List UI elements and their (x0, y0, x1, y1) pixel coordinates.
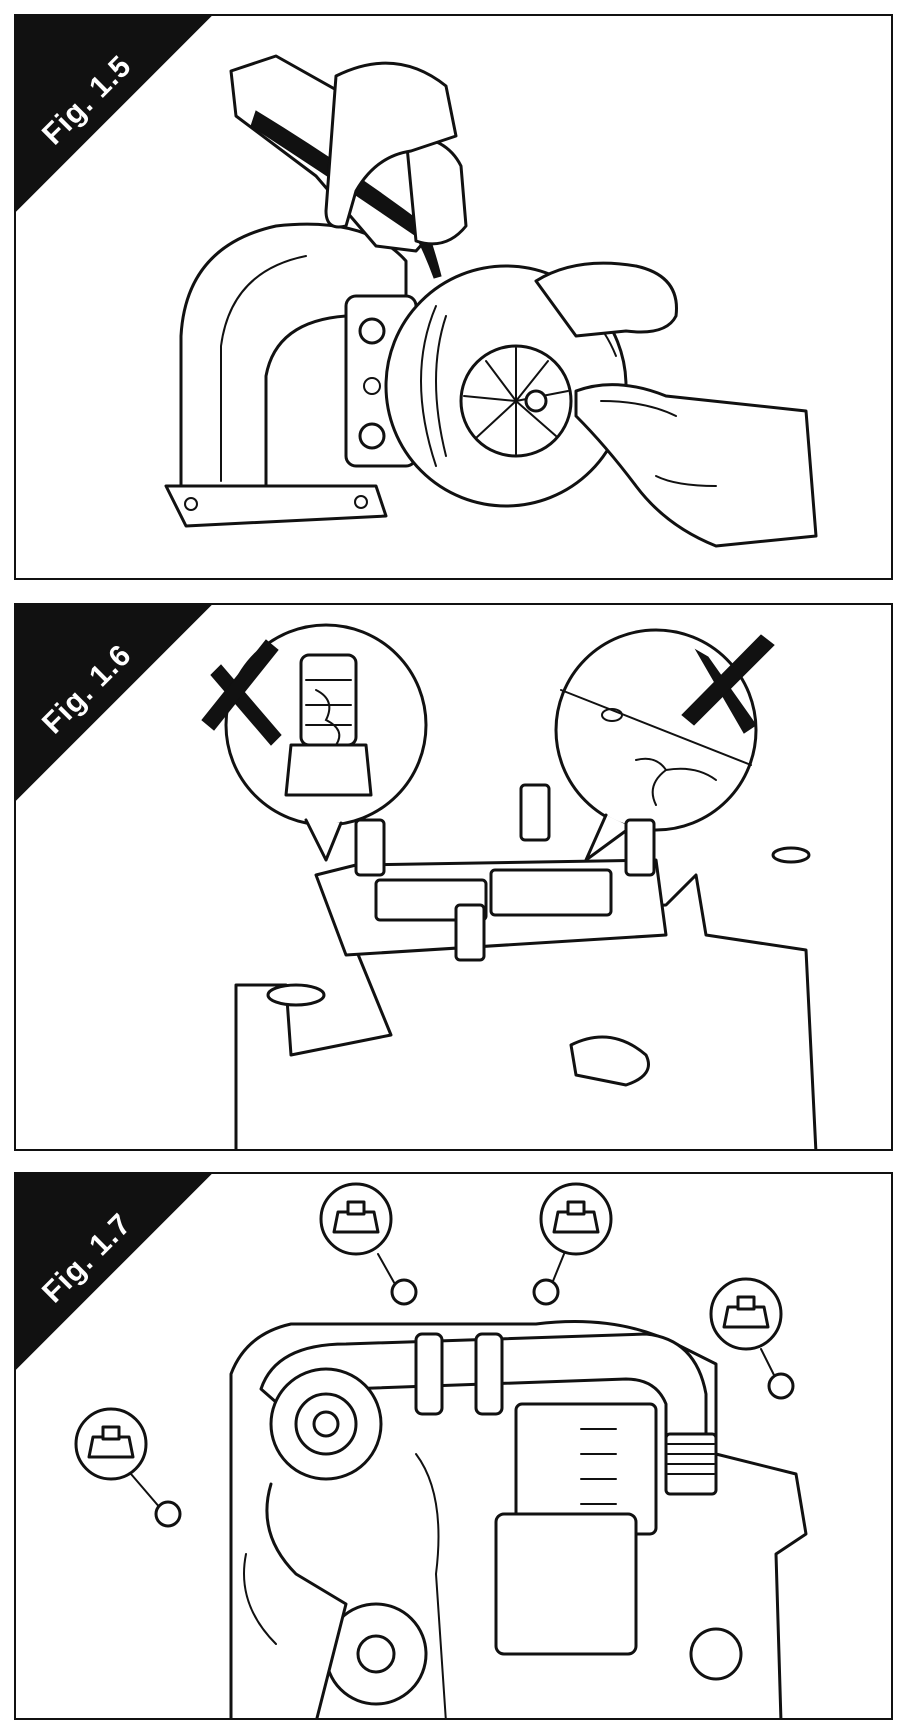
cross-mark-icon (201, 639, 282, 746)
cross-mark-icon (681, 634, 775, 734)
figure-panel-1-5: Fig. 1.5 (14, 14, 893, 580)
turbo-oil-illustration (164, 54, 818, 548)
figure-tab (16, 605, 212, 801)
manifold-studs-illustration (201, 623, 818, 1149)
figure-tab (16, 16, 212, 212)
figure-tab (16, 1174, 212, 1370)
figure-panel-1-6: Fig. 1.6 (14, 603, 893, 1151)
figure-panel-1-7: Fig. 1.7 (14, 1172, 893, 1720)
turbo-mount-nuts-illustration (74, 1182, 808, 1718)
